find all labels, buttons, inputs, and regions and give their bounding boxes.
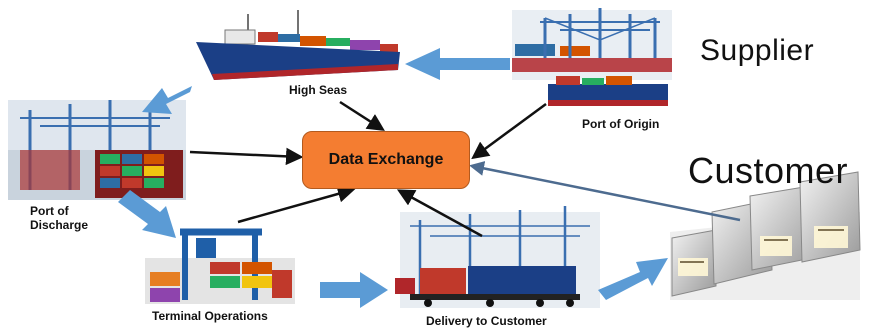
flow-arrow-origin-to-high-seas <box>405 48 510 80</box>
customer-containers-image <box>670 171 861 300</box>
terminal-operations-image <box>145 228 295 304</box>
customer-heading: Customer <box>688 150 849 191</box>
data-arrow-port-of-discharge <box>189 147 304 166</box>
high-seas-label: High Seas <box>289 83 348 97</box>
supplier-heading: Supplier <box>700 34 815 67</box>
data-exchange-box: Data Exchange <box>302 131 470 189</box>
data-arrow-delivery <box>396 189 483 238</box>
data-arrow-terminal-operations <box>237 185 356 224</box>
port-of-origin-label: Port of Origin <box>582 117 660 131</box>
data-arrow-customer <box>469 161 741 222</box>
flow-arrow-delivery-to-customer <box>598 258 668 300</box>
high-seas-ship-image <box>196 10 400 80</box>
port-of-discharge-label-line2: Discharge <box>30 218 89 232</box>
data-exchange-label: Data Exchange <box>328 151 444 168</box>
terminal-operations-label: Terminal Operations <box>152 309 268 323</box>
delivery-to-customer-label: Delivery to Customer <box>426 314 547 328</box>
port-of-origin-image <box>512 8 672 106</box>
flow-arrow-discharge-to-terminal <box>118 190 176 238</box>
flow-arrow-high-seas-to-discharge <box>142 86 192 114</box>
data-arrow-high-seas <box>339 100 385 131</box>
port-of-discharge-image <box>8 100 186 200</box>
delivery-to-customer-image <box>395 206 600 308</box>
port-of-discharge-label-line1: Port of <box>30 204 69 218</box>
data-arrow-port-of-origin <box>471 102 547 160</box>
flow-arrow-terminal-to-delivery <box>320 272 388 308</box>
